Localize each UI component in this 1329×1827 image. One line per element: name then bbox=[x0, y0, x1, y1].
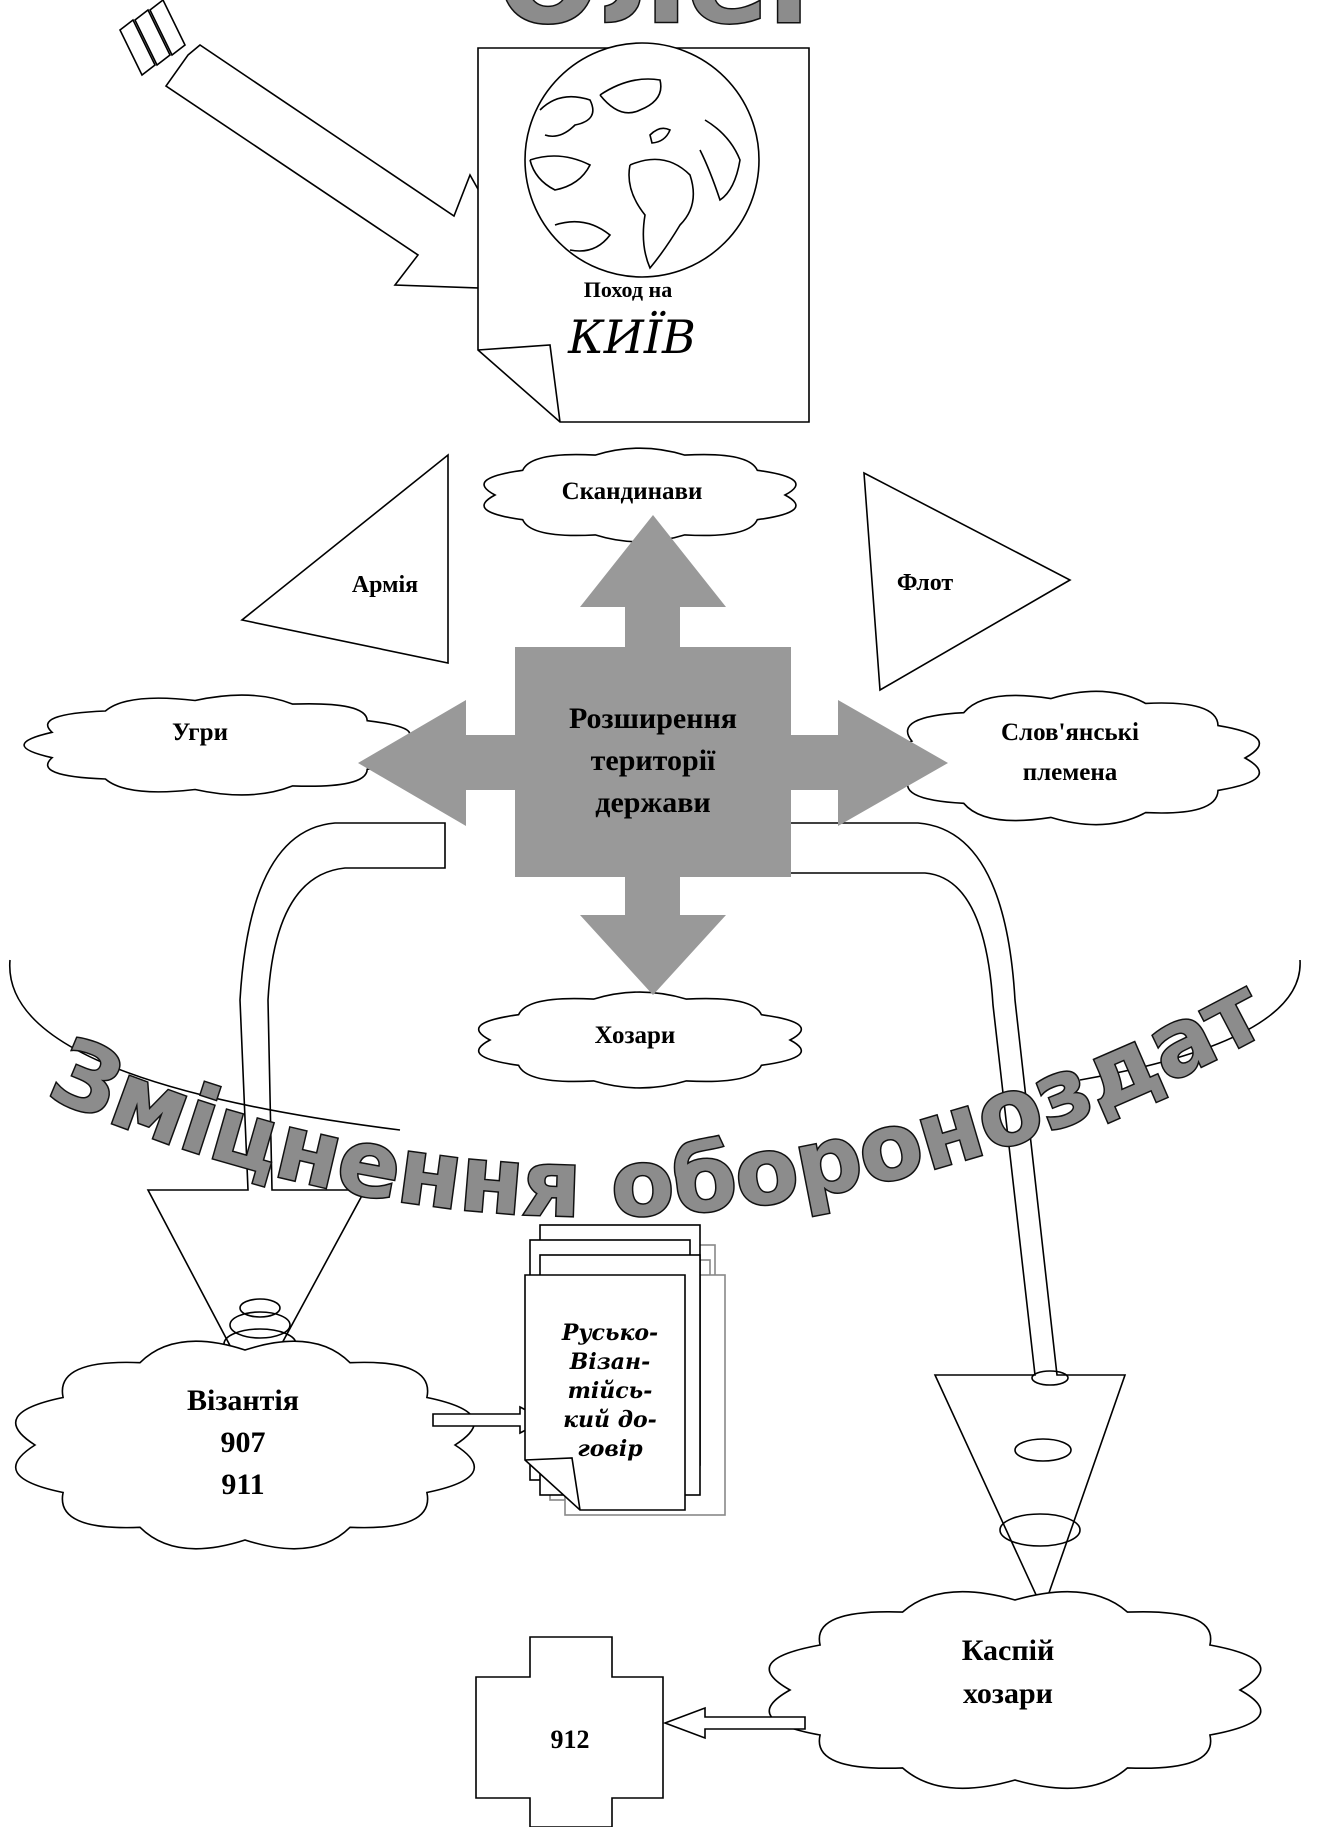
byzantium-line3: 911 bbox=[221, 1468, 264, 1501]
cloud-scand-outline bbox=[483, 447, 797, 543]
cloud-slavs-label2: племена bbox=[1023, 759, 1118, 786]
center-expansion-arrows: Розширення території держави bbox=[358, 515, 948, 995]
army-label: Армія bbox=[352, 572, 418, 598]
cloud-ugry bbox=[23, 694, 411, 796]
arrow-left bbox=[358, 700, 515, 826]
byzantium-line2: 907 bbox=[221, 1426, 266, 1459]
treaty-documents: Русько- Візан- тійсь- кий до- говір bbox=[524, 1224, 726, 1516]
byzantium-line1: Візантія bbox=[187, 1384, 299, 1417]
kyiv-card-line2: КИЇВ bbox=[567, 310, 696, 364]
center-line2: території bbox=[591, 744, 716, 777]
center-line3: держави bbox=[595, 786, 710, 819]
arc-line bbox=[9, 959, 401, 1131]
treaty-line1: Русько- bbox=[561, 1320, 658, 1346]
cloud-slavs bbox=[883, 690, 1261, 826]
arrow-down bbox=[580, 877, 726, 995]
fleet-label: Флот bbox=[897, 570, 954, 596]
caspian-line1: Каспій bbox=[962, 1634, 1055, 1667]
cloud-khazars bbox=[477, 991, 803, 1089]
cloud-ugry-outline bbox=[23, 694, 411, 796]
cross-year: 912 bbox=[551, 1725, 590, 1754]
arc-line-right bbox=[1079, 959, 1301, 1081]
caspian-line2: хозари bbox=[963, 1677, 1053, 1710]
arrow-up bbox=[580, 515, 726, 647]
cloud-slavs-outline bbox=[883, 690, 1261, 826]
kyiv-card: Поход на КИЇВ bbox=[477, 42, 810, 423]
cloud-scandinavians bbox=[483, 447, 797, 543]
striped-arrow-icon bbox=[118, 0, 537, 291]
kyiv-card-line1: Поход на bbox=[584, 277, 672, 302]
cloud-khazars-outline bbox=[477, 991, 803, 1089]
fleet-triangle: Флот bbox=[863, 471, 1072, 692]
right-curved-arrow bbox=[789, 822, 1127, 1613]
treaty-line5: говір bbox=[577, 1436, 643, 1462]
cross-912: 912 bbox=[475, 1636, 664, 1827]
globe-icon bbox=[524, 42, 760, 278]
treaty-line4: кий до- bbox=[563, 1407, 657, 1433]
cloud-byzantium bbox=[14, 1340, 476, 1550]
cloud-khazars-label: Хозари bbox=[595, 1022, 676, 1049]
cloud-ugry-label: Угри bbox=[172, 719, 228, 746]
treaty-line2: Візан- bbox=[569, 1349, 650, 1375]
cloud-casp-outline bbox=[768, 1590, 1262, 1790]
cloud-scandinavians-label: Скандинави bbox=[562, 478, 703, 505]
cloud-byz-outline bbox=[14, 1340, 476, 1550]
cloud-slavs-label1: Слов'янські bbox=[1001, 719, 1139, 746]
arrow-right bbox=[791, 700, 948, 826]
center-line1: Розширення bbox=[569, 702, 737, 735]
cloud-caspian bbox=[768, 1590, 1262, 1790]
treaty-line3: тійсь- bbox=[568, 1378, 653, 1404]
army-triangle: Армія bbox=[240, 453, 449, 664]
cross-arrow-icon bbox=[662, 1706, 806, 1740]
top-title: Олег bbox=[497, 0, 831, 51]
